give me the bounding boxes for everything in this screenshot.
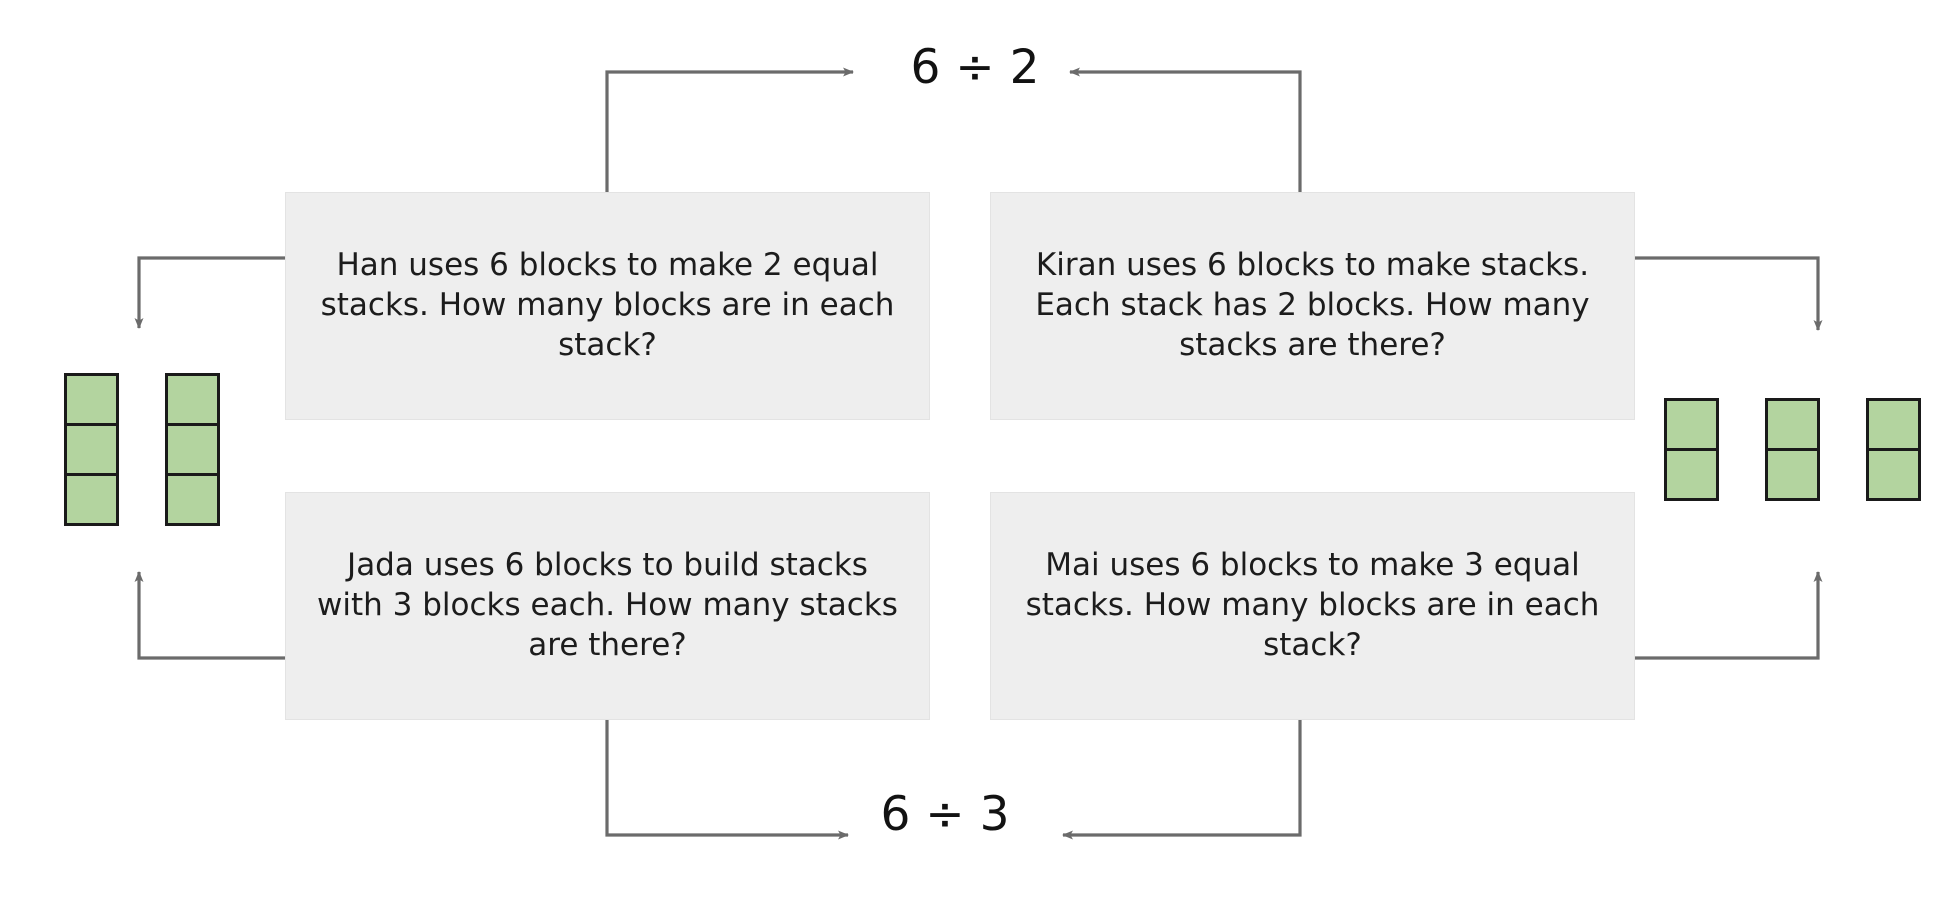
problem-card-mai[interactable]: Mai uses 6 blocks to make 3 equal stacks… <box>990 492 1635 720</box>
block <box>1765 398 1820 451</box>
problem-card-kiran[interactable]: Kiran uses 6 blocks to make stacks. Each… <box>990 192 1635 420</box>
problem-card-jada-text: Jada uses 6 blocks to build stacks with … <box>317 547 898 663</box>
connector-jada-to-left-blocks <box>134 571 285 660</box>
expression-bottom: 6 ÷ 3 <box>880 787 1009 842</box>
connector-jada-to-bottom-expression <box>605 720 849 840</box>
block <box>165 423 220 476</box>
block <box>165 373 220 426</box>
expression-top-text: 6 ÷ 2 <box>910 40 1040 95</box>
block <box>1664 448 1719 501</box>
block <box>64 423 119 476</box>
block <box>1866 398 1921 451</box>
connector-mai-to-right-blocks <box>1635 571 1823 660</box>
connector-han-to-top-expression <box>605 67 854 192</box>
connector-kiran-to-top-expression <box>1069 67 1302 192</box>
problem-card-kiran-text: Kiran uses 6 blocks to make stacks. Each… <box>1035 247 1590 363</box>
problem-card-mai-text: Mai uses 6 blocks to make 3 equal stacks… <box>1025 547 1600 663</box>
block-stack <box>64 373 119 526</box>
block-stack <box>1866 398 1921 501</box>
problem-card-jada[interactable]: Jada uses 6 blocks to build stacks with … <box>285 492 930 720</box>
connector-kiran-to-right-blocks <box>1635 256 1823 331</box>
expression-top: 6 ÷ 2 <box>910 40 1039 95</box>
block <box>1866 448 1921 501</box>
problem-card-han-text: Han uses 6 blocks to make 2 equal stacks… <box>320 247 895 363</box>
connector-mai-to-bottom-expression <box>1062 720 1302 840</box>
block-stack <box>1664 398 1719 501</box>
block-stack <box>165 373 220 526</box>
connector-han-to-left-blocks <box>134 256 285 329</box>
block <box>165 473 220 526</box>
block <box>64 373 119 426</box>
block <box>64 473 119 526</box>
problem-card-han[interactable]: Han uses 6 blocks to make 2 equal stacks… <box>285 192 930 420</box>
expression-bottom-text: 6 ÷ 3 <box>880 787 1010 842</box>
block <box>1765 448 1820 501</box>
block-stack <box>1765 398 1820 501</box>
block <box>1664 398 1719 451</box>
